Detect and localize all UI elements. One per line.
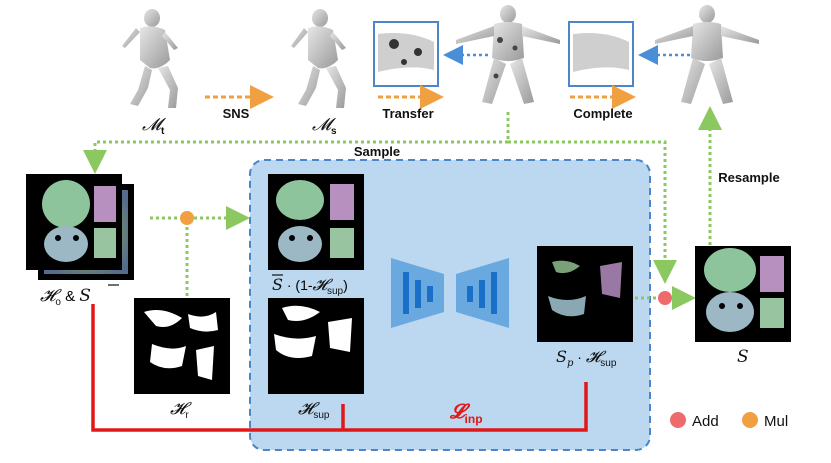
mesh-mt bbox=[122, 9, 178, 108]
mesh-tpose-partial bbox=[456, 5, 560, 104]
label-hr: 𝓗r bbox=[170, 399, 192, 421]
legend-mul-label: Mul bbox=[764, 413, 788, 430]
mask-hr bbox=[134, 298, 230, 394]
loss-path bbox=[91, 304, 588, 432]
legend-add-dot bbox=[670, 412, 686, 428]
mesh-tpose-complete bbox=[655, 5, 759, 104]
mul-node bbox=[180, 211, 194, 225]
legend-add-label: Add bbox=[692, 413, 719, 430]
label-complete: Complete bbox=[573, 106, 632, 121]
mesh-ms bbox=[291, 9, 346, 108]
texture-s bbox=[695, 246, 791, 342]
legend: Add Mul bbox=[670, 412, 788, 430]
legend-mul-dot bbox=[742, 412, 758, 428]
mask-hsup bbox=[268, 298, 364, 394]
label-s-output: S bbox=[737, 347, 749, 367]
label-ms: 𝓜s bbox=[312, 115, 337, 137]
label-sample: Sample bbox=[354, 144, 400, 159]
texture-sp bbox=[537, 246, 633, 342]
label-sns: SNS bbox=[223, 106, 250, 121]
add-node bbox=[658, 291, 672, 305]
arrow-sample-right bbox=[508, 140, 677, 284]
texture-ho-stack bbox=[26, 174, 134, 280]
zoom-box-complete bbox=[568, 21, 634, 87]
zoom-box-partial bbox=[373, 21, 439, 87]
label-resample: Resample bbox=[718, 170, 779, 185]
label-transfer: Transfer bbox=[382, 106, 433, 121]
network-icon bbox=[391, 258, 509, 328]
label-mt: 𝓜t bbox=[142, 115, 166, 137]
texture-masked bbox=[268, 174, 364, 270]
label-ho-s: 𝓗o & S bbox=[40, 286, 91, 308]
arrow-sample bbox=[83, 112, 510, 174]
